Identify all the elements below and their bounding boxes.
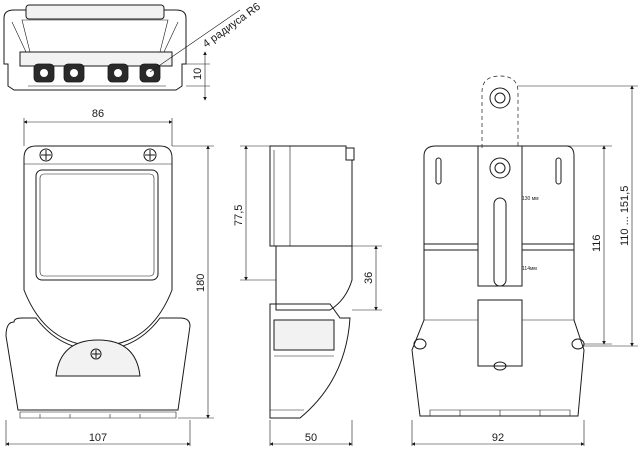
- front-screw-left: [39, 148, 53, 162]
- side-slot: [555, 157, 562, 185]
- side-view-terminal-cover: [269, 303, 351, 419]
- front-bottom-strip: [19, 411, 177, 419]
- hanger-extended: [481, 75, 519, 148]
- dim-10-label: 10: [192, 68, 204, 80]
- front-screw-right: [143, 148, 157, 162]
- side-view-upper: [269, 145, 353, 247]
- callout-leader: [149, 9, 241, 73]
- back-view-body: [411, 145, 585, 417]
- dim-range-label: 110 ... 151,5: [619, 186, 631, 246]
- terminal-screws: [33, 63, 161, 83]
- callout-radius-label: 4 радиуса R6: [201, 1, 263, 51]
- front-view: 86 180 107: [5, 108, 214, 446]
- top-view-cover-slope: [21, 19, 169, 53]
- screw-icon: [39, 148, 53, 162]
- cover-seal-window: [55, 339, 141, 377]
- display-window: [35, 169, 159, 281]
- hanger-hole-bottom: [489, 157, 511, 179]
- front-view-terminal-cover: [5, 317, 191, 411]
- dim-86-label: 86: [92, 108, 104, 120]
- top-view-cover: [25, 4, 165, 20]
- screw-icon: [143, 148, 157, 162]
- dim-92-label: 92: [492, 432, 504, 444]
- dim-36-label: 36: [363, 272, 375, 284]
- back-view: 130 мм 114мм 116 110 ... 151,5 92: [411, 75, 638, 446]
- side-view-middle: [275, 245, 353, 311]
- side-slot: [435, 157, 442, 185]
- screw-icon: [90, 348, 102, 360]
- top-view-terminal-strip: [19, 51, 173, 67]
- mount-hole-left: [413, 338, 427, 350]
- seal-screw: [90, 348, 102, 360]
- hanger-hole-top: [489, 87, 511, 109]
- dim-180-label: 180: [195, 274, 207, 292]
- top-view-body: [3, 9, 187, 91]
- dim-50-label: 50: [305, 432, 317, 444]
- dim-775-label: 77,5: [233, 205, 245, 226]
- hanger-slot: [493, 197, 507, 287]
- slot-label-bottom: 114мм: [522, 266, 537, 272]
- hanger-plate: [477, 145, 523, 287]
- mount-hole-center: [493, 361, 507, 371]
- front-view-upper-body: [23, 145, 173, 347]
- side-view: 77,5 36 50: [233, 145, 382, 446]
- top-view: 4 радиуса R6 10: [3, 1, 263, 101]
- slot-label-top: 130 мм: [522, 196, 539, 202]
- dim-107-label: 107: [89, 432, 107, 444]
- dim-116-label: 116: [591, 234, 603, 252]
- back-center-pad: [477, 299, 523, 367]
